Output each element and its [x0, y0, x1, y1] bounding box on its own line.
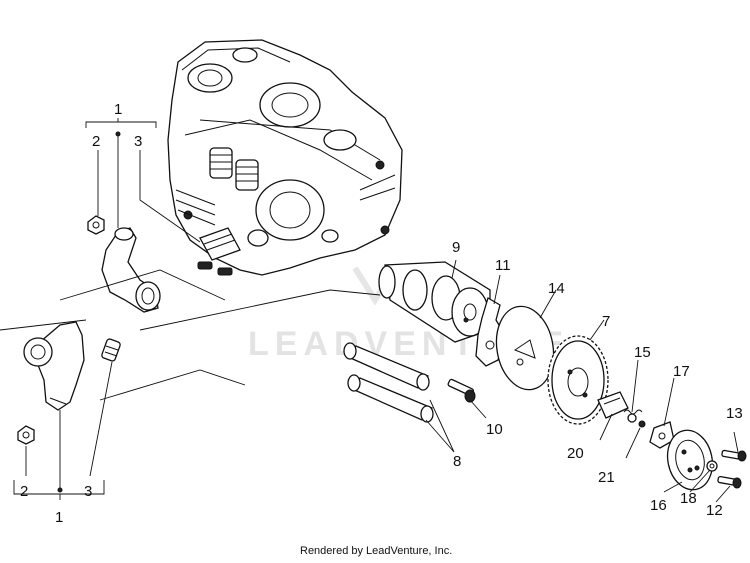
callout-18: 18: [680, 490, 697, 507]
rocker-adjuster-screw[interactable]: [101, 338, 121, 362]
leader-lines: [0, 118, 739, 503]
sprocket-cover[interactable]: [662, 426, 718, 494]
callout-9: 9: [452, 239, 460, 256]
rocker-arm-upper[interactable]: [101, 227, 161, 313]
cover-bolt-upper[interactable]: [721, 449, 747, 462]
camshaft[interactable]: [378, 261, 491, 343]
centrifugal-plate[interactable]: [649, 421, 675, 449]
rocker-shaft-pin-b[interactable]: [347, 374, 434, 423]
rocker-nut-lower[interactable]: [17, 425, 35, 445]
callout-1-bottom: 1: [55, 509, 63, 526]
cam-disc[interactable]: [490, 302, 560, 394]
washer-small[interactable]: [627, 413, 637, 423]
callout-labels: 1 2 3 2 3 1 9 11 14 7 15 17 13 10 8 20 2…: [20, 101, 743, 526]
rocker-shaft-pin-a[interactable]: [343, 342, 430, 391]
callout-2-top: 2: [92, 133, 100, 150]
decompressor-weight[interactable]: [597, 391, 629, 419]
timing-sprocket[interactable]: [547, 335, 609, 425]
callout-12: 12: [706, 502, 723, 519]
callout-10: 10: [486, 421, 503, 438]
callout-8: 8: [453, 453, 461, 470]
callout-15: 15: [634, 344, 651, 361]
cover-washer[interactable]: [706, 460, 718, 472]
callout-17: 17: [673, 363, 690, 380]
callout-20: 20: [567, 445, 584, 462]
callout-16: 16: [650, 497, 667, 514]
callout-7: 7: [602, 313, 610, 330]
rocker-nut-upper[interactable]: [87, 215, 105, 235]
callout-13: 13: [726, 405, 743, 422]
callout-11: 11: [495, 257, 511, 274]
rocker-arm-lower[interactable]: [23, 321, 85, 411]
callout-2-bottom: 2: [20, 483, 28, 500]
plate-bolt[interactable]: [447, 378, 476, 403]
cover-bolt-lower[interactable]: [717, 475, 742, 489]
callout-14: 14: [548, 280, 565, 297]
callout-21: 21: [598, 469, 615, 486]
cylinder-head[interactable]: [167, 39, 403, 276]
footer-credit: Rendered by LeadVenture, Inc.: [300, 545, 452, 557]
callout-3-bottom: 3: [84, 483, 92, 500]
callout-1-top: 1: [114, 101, 122, 118]
callout-3-top: 3: [134, 133, 142, 150]
